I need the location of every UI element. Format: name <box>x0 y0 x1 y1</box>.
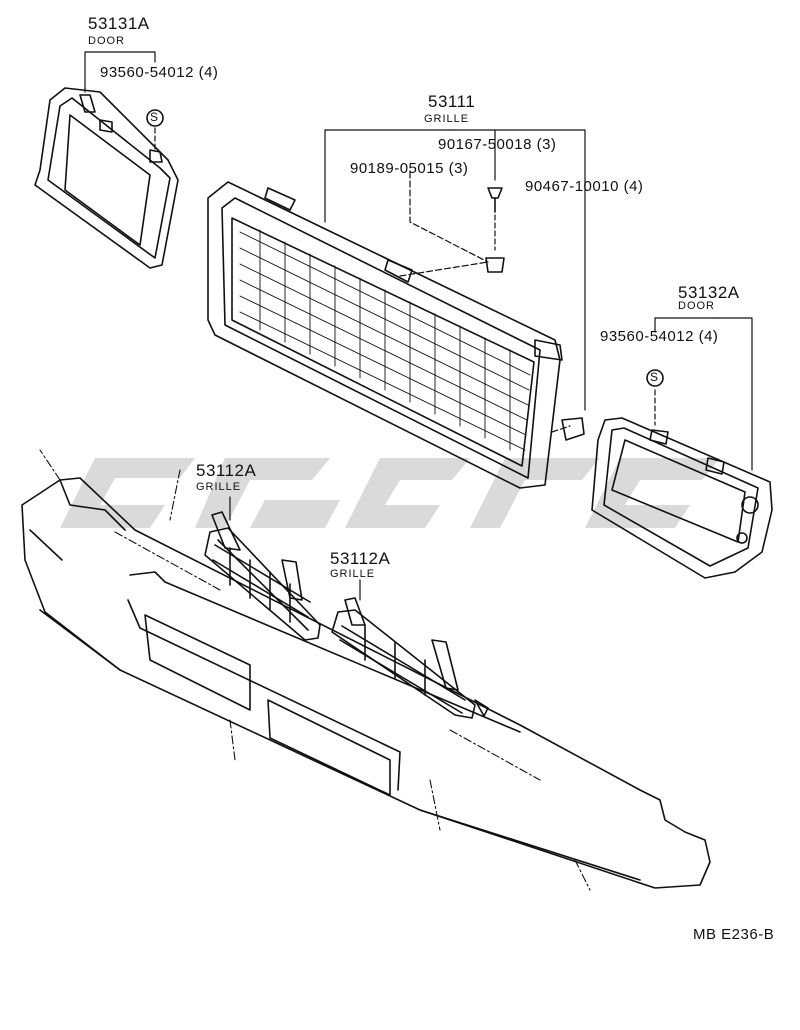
main-grille-part-number: 53111 <box>428 92 476 111</box>
lower-left-grille-part-name: GRILLE <box>196 481 242 493</box>
right-door-leader <box>654 317 753 471</box>
bumper-leader <box>39 449 591 891</box>
right-screw-symbol-text: S <box>650 370 659 384</box>
front-bumper-part <box>21 477 711 889</box>
main-grille-mesh <box>239 229 531 451</box>
left-screw-symbol-text: S <box>150 110 159 124</box>
grille-screw-a-number: 90167-50018 (3) <box>438 136 557 153</box>
lower-right-grille-part-number: 53112A <box>330 549 391 568</box>
grille-nut-part <box>485 257 505 273</box>
left-door-part <box>34 87 179 269</box>
right-door-screw-number: 93560-54012 (4) <box>600 328 719 345</box>
lower-left-grille-part <box>204 511 321 641</box>
grille-clip-number: 90467-10010 (4) <box>525 178 644 195</box>
watermark-logo <box>60 458 720 528</box>
left-screw-symbol <box>146 109 164 127</box>
left-door-screw-number: 93560-54012 (4) <box>100 64 219 81</box>
right-door-part-name: DOOR <box>678 300 715 312</box>
lower-left-grille-part-number: 53112A <box>196 461 257 480</box>
main-grille-leader <box>324 129 586 433</box>
left-door-part-name: DOOR <box>88 35 125 47</box>
grille-clip-part <box>561 417 585 441</box>
grille-screw-b-number: 90189-05015 (3) <box>350 160 469 177</box>
diagram-code: MB E236-B <box>693 926 775 943</box>
right-door-part-number: 53132A <box>678 283 740 302</box>
right-door-part <box>591 417 773 579</box>
lower-right-grille-part <box>331 597 489 719</box>
grille-screw-part <box>487 187 503 213</box>
left-door-part-number: 53131A <box>88 14 150 33</box>
main-grille-part <box>207 181 563 489</box>
left-door-leader <box>84 51 156 151</box>
lower-right-grille-part-name: GRILLE <box>330 568 376 580</box>
main-grille-part-name: GRILLE <box>424 113 470 125</box>
right-screw-symbol <box>646 369 664 387</box>
